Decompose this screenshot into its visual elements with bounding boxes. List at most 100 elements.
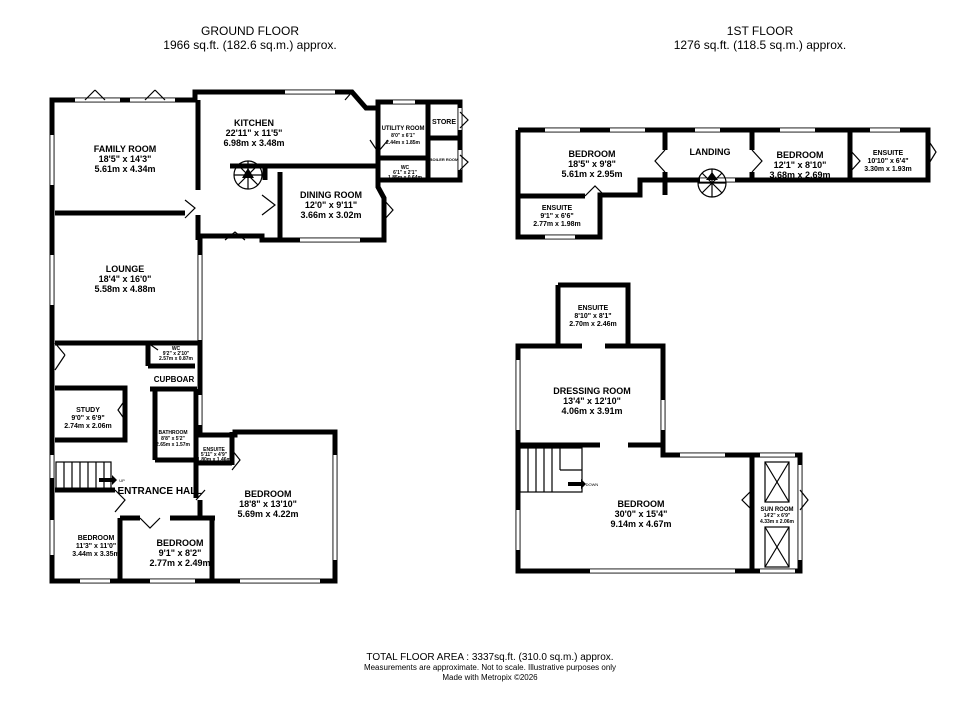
room-label-bathroom: BATHROOM 8'8" x 5'2" 2.65m x 1.57m xyxy=(156,430,190,448)
svg-text:BEDROOM: BEDROOM xyxy=(777,150,824,160)
svg-text:10'10" x 6'4": 10'10" x 6'4" xyxy=(867,158,908,165)
svg-text:2.44m x 1.85m: 2.44m x 1.85m xyxy=(386,140,420,146)
svg-text:KITCHEN: KITCHEN xyxy=(234,118,274,128)
svg-text:2.57m x 0.87m: 2.57m x 0.87m xyxy=(159,356,193,362)
svg-text:9'1" x 6'6": 9'1" x 6'6" xyxy=(540,213,573,220)
room-label-dressing-room: DRESSING ROOM 13'4" x 12'10" 4.06m x 3.9… xyxy=(553,386,631,416)
svg-text:BEDROOM: BEDROOM xyxy=(157,538,204,548)
svg-text:8'10" x 8'1": 8'10" x 8'1" xyxy=(574,313,611,320)
svg-text:1.85m x 0.64m: 1.85m x 0.64m xyxy=(388,175,422,181)
hall-stair-icon: UP xyxy=(55,461,125,491)
svg-text:13'4" x 12'10": 13'4" x 12'10" xyxy=(563,396,621,406)
svg-text:ENSUITE: ENSUITE xyxy=(873,150,904,157)
svg-text:5.58m x 4.88m: 5.58m x 4.88m xyxy=(94,284,155,294)
total-floor-area: TOTAL FLOOR AREA : 3337sq.ft. (310.0 sq.… xyxy=(366,652,614,663)
svg-text:ENSUITE: ENSUITE xyxy=(578,305,609,312)
svg-text:STORE: STORE xyxy=(432,119,456,126)
ground-floor-title: GROUND FLOOR xyxy=(200,24,299,38)
bedroom-stair-icon: DOWN xyxy=(519,447,598,493)
room-label-ensuite-lower: ENSUITE 8'10" x 8'1" 2.70m x 2.46m xyxy=(569,305,616,328)
first-lower-doors xyxy=(741,489,809,511)
svg-text:5.69m x 4.22m: 5.69m x 4.22m xyxy=(237,509,298,519)
first-floor-upper-plan: BEDROOM 18'5" x 9'8" 5.61m x 2.95m LANDI… xyxy=(515,127,937,240)
svg-text:ENTRANCE HALL: ENTRANCE HALL xyxy=(118,486,203,497)
room-label-landing: LANDING xyxy=(690,147,731,157)
first-floor-header: 1ST FLOOR 1276 sq.ft. (118.5 sq.m.) appr… xyxy=(640,24,880,52)
svg-text:11'3" x 11'0": 11'3" x 11'0" xyxy=(76,543,116,550)
svg-text:CUPBOAR: CUPBOAR xyxy=(154,375,195,384)
svg-text:12'0" x 9'11": 12'0" x 9'11" xyxy=(305,200,357,210)
svg-text:5'11" x 4'9": 5'11" x 4'9" xyxy=(201,452,228,458)
stair-up-label: UP xyxy=(119,478,125,483)
svg-text:FAMILY ROOM: FAMILY ROOM xyxy=(94,144,157,154)
room-label-dining-room: DINING ROOM 12'0" x 9'11" 3.66m x 3.02m xyxy=(300,190,362,220)
svg-text:BEDROOM: BEDROOM xyxy=(618,499,665,509)
kitchen-spiral-stair-icon xyxy=(233,160,263,190)
svg-text:UTILITY ROOM: UTILITY ROOM xyxy=(382,126,425,132)
ground-floor-plan: UP FAMILY ROOM 18'5" x 14'3" 5.61m x 4.3… xyxy=(49,89,469,584)
svg-text:3.66m x 3.02m: 3.66m x 3.02m xyxy=(300,210,361,220)
svg-text:BEDROOM: BEDROOM xyxy=(78,535,115,542)
room-label-sun-room: SUN ROOM 14'2" x 6'9" 4.33m x 2.06m xyxy=(760,507,794,525)
landing-spiral-stair-icon xyxy=(697,168,727,198)
first-lower-outer-wall xyxy=(515,282,803,574)
ground-doors xyxy=(54,89,469,529)
svg-text:2.65m x 1.57m: 2.65m x 1.57m xyxy=(156,442,190,448)
svg-text:ENSUITE: ENSUITE xyxy=(542,205,573,212)
room-label-bedroom-sw: BEDROOM 11'3" x 11'0" 3.44m x 3.35m xyxy=(72,535,119,558)
svg-text:1.80m x 1.46m: 1.80m x 1.46m xyxy=(197,457,231,463)
svg-text:LANDING: LANDING xyxy=(690,147,731,157)
svg-text:BOILER ROOM: BOILER ROOM xyxy=(430,157,459,162)
room-label-lounge: LOUNGE 18'4" x 16'0" 5.58m x 4.88m xyxy=(94,264,155,294)
svg-text:WC: WC xyxy=(401,165,410,171)
svg-text:18'4" x 16'0": 18'4" x 16'0" xyxy=(99,274,152,284)
svg-text:4.06m x 3.91m: 4.06m x 3.91m xyxy=(561,406,622,416)
svg-text:2.70m x 2.46m: 2.70m x 2.46m xyxy=(569,321,616,328)
room-label-ensuite-ground: ENSUITE 5'11" x 4'9" 1.80m x 1.46m xyxy=(197,447,231,463)
room-label-cupboard: CUPBOAR xyxy=(154,375,195,384)
svg-text:WC: WC xyxy=(172,346,181,352)
svg-text:18'5" x 9'8": 18'5" x 9'8" xyxy=(568,159,616,169)
wall xyxy=(55,385,128,443)
svg-text:18'5" x 14'3": 18'5" x 14'3" xyxy=(99,154,152,164)
room-label-ensuite-west: ENSUITE 9'1" x 6'6" 2.77m x 1.98m xyxy=(533,205,580,228)
svg-text:STUDY: STUDY xyxy=(76,407,100,414)
ground-floor-header: GROUND FLOOR 1966 sq.ft. (182.6 sq.m.) a… xyxy=(150,24,350,52)
room-label-bedroom-2: BEDROOM 12'1" x 8'10" 3.68m x 2.69m xyxy=(769,150,830,180)
room-label-ensuite-east: ENSUITE 10'10" x 6'4" 3.30m x 1.93m xyxy=(864,150,911,173)
svg-text:2.77m x 2.49m: 2.77m x 2.49m xyxy=(149,558,210,568)
svg-text:LOUNGE: LOUNGE xyxy=(106,264,145,274)
room-label-bedroom-main-ground: BEDROOM 18'8" x 13'10" 5.69m x 4.22m xyxy=(237,489,298,519)
room-label-entrance-hall: ENTRANCE HALL xyxy=(118,486,203,497)
svg-text:9'2" x 2'10": 9'2" x 2'10" xyxy=(163,351,190,357)
ground-windows xyxy=(50,90,462,583)
svg-text:4.33m x 2.06m: 4.33m x 2.06m xyxy=(760,519,794,525)
svg-text:3.44m x 3.35m: 3.44m x 3.35m xyxy=(72,551,119,558)
svg-text:9.14m x 4.67m: 9.14m x 4.67m xyxy=(610,519,671,529)
room-label-boiler-room: BOILER ROOM xyxy=(430,157,459,162)
svg-text:14'2" x 6'9": 14'2" x 6'9" xyxy=(764,513,791,519)
svg-text:BEDROOM: BEDROOM xyxy=(569,149,616,159)
room-label-store: STORE xyxy=(432,119,456,126)
footer: TOTAL FLOOR AREA : 3337sq.ft. (310.0 sq.… xyxy=(0,652,980,683)
room-label-wc-utility: WC 6'1" x 2'1" 1.85m x 0.64m xyxy=(388,165,422,181)
first-floor-area: 1276 sq.ft. (118.5 sq.m.) approx. xyxy=(673,38,847,52)
svg-text:8'8" x 5'2": 8'8" x 5'2" xyxy=(161,436,185,442)
room-label-bedroom-large: BEDROOM 30'0" x 15'4" 9.14m x 4.67m xyxy=(610,499,671,529)
svg-text:2.77m x 1.98m: 2.77m x 1.98m xyxy=(533,221,580,228)
svg-text:2.74m x 2.06m: 2.74m x 2.06m xyxy=(64,423,111,430)
room-label-utility-room: UTILITY ROOM 8'0" x 6'1" 2.44m x 1.85m xyxy=(382,126,425,146)
svg-text:12'1" x 8'10": 12'1" x 8'10" xyxy=(774,160,827,170)
svg-text:3.68m x 2.69m: 3.68m x 2.69m xyxy=(769,170,830,180)
svg-text:9'0" x 6'9": 9'0" x 6'9" xyxy=(71,415,104,422)
room-label-family-room: FAMILY ROOM 18'5" x 14'3" 5.61m x 4.34m xyxy=(94,144,157,174)
svg-text:DINING ROOM: DINING ROOM xyxy=(300,190,362,200)
room-label-bedroom-1: BEDROOM 18'5" x 9'8" 5.61m x 2.95m xyxy=(561,149,622,179)
disclaimer: Measurements are approximate. Not to sca… xyxy=(363,663,617,672)
svg-text:22'11" x 11'5": 22'11" x 11'5" xyxy=(226,128,283,138)
svg-text:18'8" x 13'10": 18'8" x 13'10" xyxy=(239,499,297,509)
svg-text:8'0" x 6'1": 8'0" x 6'1" xyxy=(391,133,415,139)
sun-room-skylight-icon xyxy=(764,461,790,568)
first-floor-lower-plan: DOWN ENSUITE 8'10" x 8'1" 2.70m x 2.46m … xyxy=(515,282,809,574)
